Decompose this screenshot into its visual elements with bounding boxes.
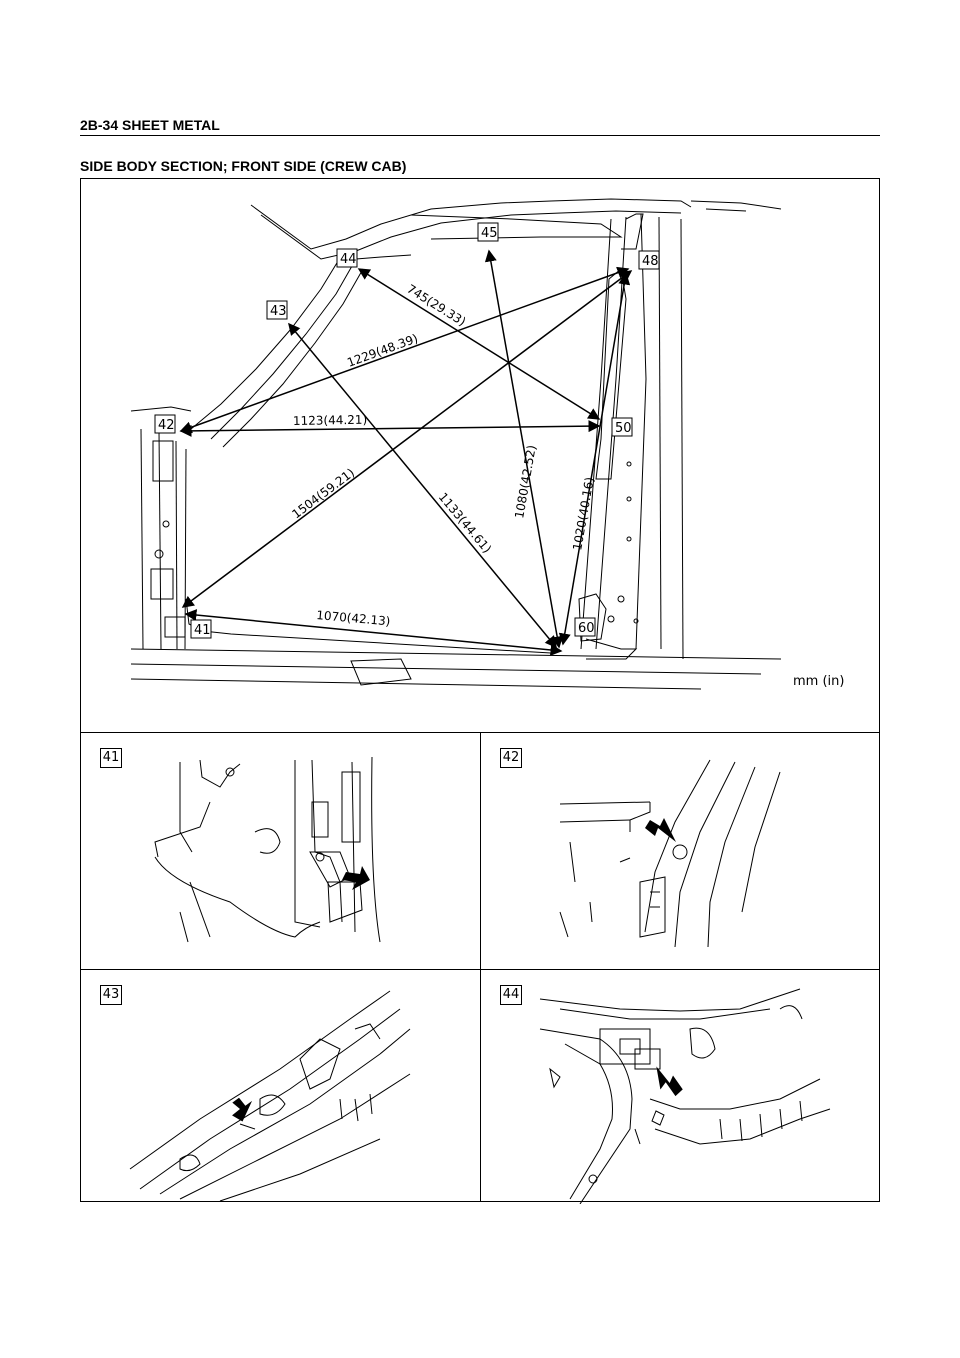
detail-panel-43: 43: [80, 969, 480, 1204]
section-title: SIDE BODY SECTION; FRONT SIDE (CREW CAB): [80, 158, 407, 174]
badge-45: 45: [477, 222, 499, 242]
svg-text:45: 45: [481, 226, 498, 241]
svg-text:43: 43: [270, 304, 287, 319]
svg-text:44: 44: [340, 252, 357, 267]
badge-50: 50: [611, 417, 633, 437]
svg-text:50: 50: [615, 421, 632, 436]
arrow-indicator-44: [656, 1066, 683, 1097]
page-header: 2B-34 SHEET METAL: [80, 113, 880, 136]
dimension-lines: [179, 249, 633, 656]
arrow-indicator-42: [645, 818, 676, 842]
measurement-1504: 1504(59.21): [289, 466, 357, 522]
point-badges: 41 42 43 44 45 48: [154, 222, 660, 639]
detail-badge-43: 43: [100, 985, 122, 1005]
page-header-title: 2B-34 SHEET METAL: [80, 117, 220, 133]
measurement-745: 745(29.33): [404, 282, 468, 329]
arrow-indicator-43: [232, 1097, 253, 1122]
detail-badge-42: 42: [500, 748, 522, 768]
detail-badge-44: 44: [500, 985, 522, 1005]
divider-vertical: [480, 732, 481, 1202]
badge-48: 48: [638, 250, 660, 270]
badge-44: 44: [336, 248, 358, 268]
figure-frame: 745(29.33) 1229(48.39) 1123(44.21) 1504(…: [80, 178, 880, 1202]
badge-43: 43: [266, 300, 288, 320]
arrow-indicator-41: [342, 866, 370, 890]
measurement-1133: 1133(44.61): [436, 490, 494, 556]
measurement-1123: 1123(44.21): [293, 413, 367, 428]
detail-drawing-42: [559, 759, 781, 948]
units-label: mm (in): [793, 674, 845, 689]
badge-60: 60: [574, 617, 596, 637]
svg-text:60: 60: [578, 621, 595, 636]
detail-drawing-41: [154, 756, 381, 943]
badge-41: 41: [190, 619, 212, 639]
measurement-1070: 1070(42.13): [316, 608, 391, 628]
detail-panel-42: 42: [480, 732, 880, 967]
detail-grid: 41: [80, 732, 880, 1204]
body-outline: [130, 198, 782, 690]
svg-text:48: 48: [642, 254, 659, 269]
side-body-diagram: 745(29.33) 1229(48.39) 1123(44.21) 1504(…: [130, 198, 782, 690]
svg-text:42: 42: [158, 418, 175, 433]
badge-42: 42: [154, 414, 176, 434]
detail-panel-44: 44: [480, 969, 880, 1204]
detail-drawing-43: [129, 990, 411, 1202]
measurement-1020: 1020(40.16): [570, 476, 597, 552]
measurement-1229: 1229(48.39): [345, 331, 420, 370]
measurement-labels: 745(29.33) 1229(48.39) 1123(44.21) 1504(…: [289, 282, 596, 629]
svg-text:41: 41: [194, 623, 211, 638]
detail-drawing-44: [539, 988, 831, 1204]
detail-panel-41: 41: [80, 732, 480, 967]
detail-badge-41: 41: [100, 748, 122, 768]
